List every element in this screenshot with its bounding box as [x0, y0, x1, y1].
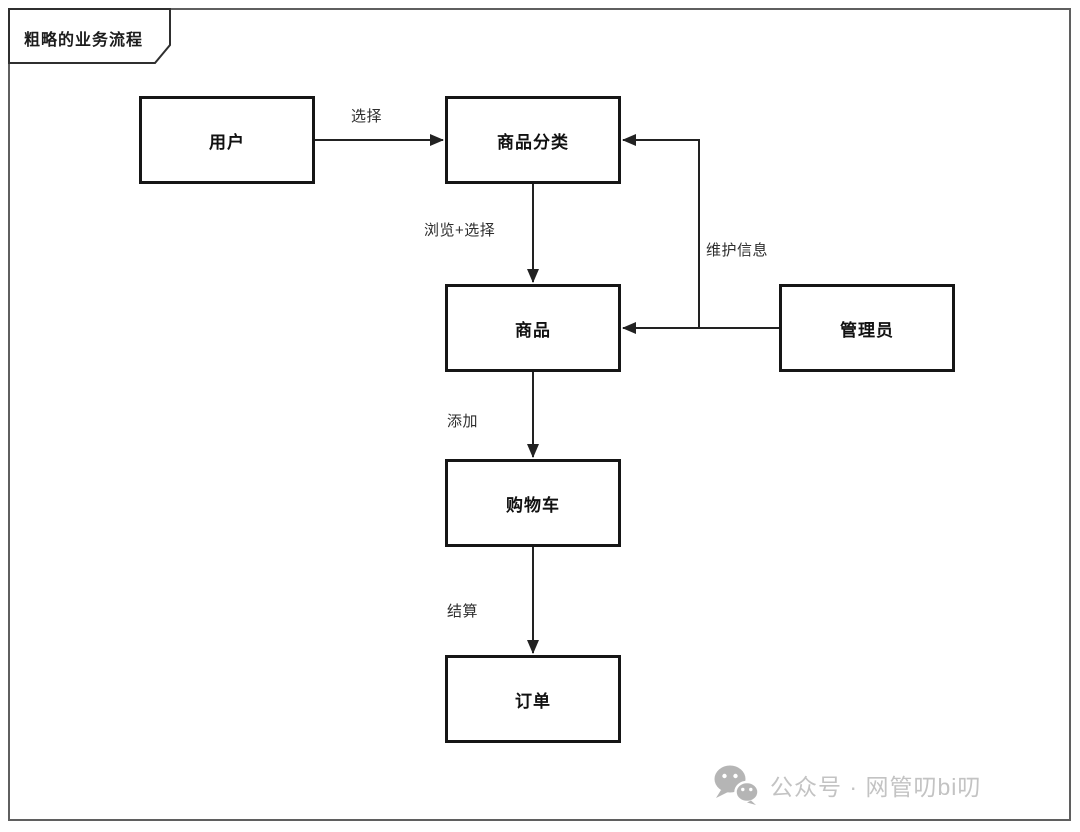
- node-cart: 购物车: [445, 459, 621, 547]
- edge-label-add: 添加: [447, 413, 479, 430]
- edge-label-select: 选择: [351, 108, 383, 125]
- connector-admin-category: [622, 134, 700, 328]
- watermark: 公众号 · 网管叨bi叨: [712, 764, 981, 806]
- wechat-icon: [714, 765, 760, 805]
- node-product: 商品: [445, 284, 621, 372]
- node-user: 用户: [139, 96, 315, 184]
- node-category: 商品分类: [445, 96, 621, 184]
- title-tab-shape: [8, 8, 171, 64]
- edge-label-maintain-info: 维护信息: [706, 242, 769, 259]
- edge-label-browse-select: 浏览+选择: [424, 222, 496, 239]
- watermark-text: 公众号 · 网管叨bi叨: [770, 774, 982, 800]
- node-admin: 管理员: [779, 284, 955, 372]
- node-order: 订单: [445, 655, 621, 743]
- edge-label-checkout: 结算: [447, 603, 479, 620]
- diagram-title: 粗略的业务流程: [24, 32, 144, 49]
